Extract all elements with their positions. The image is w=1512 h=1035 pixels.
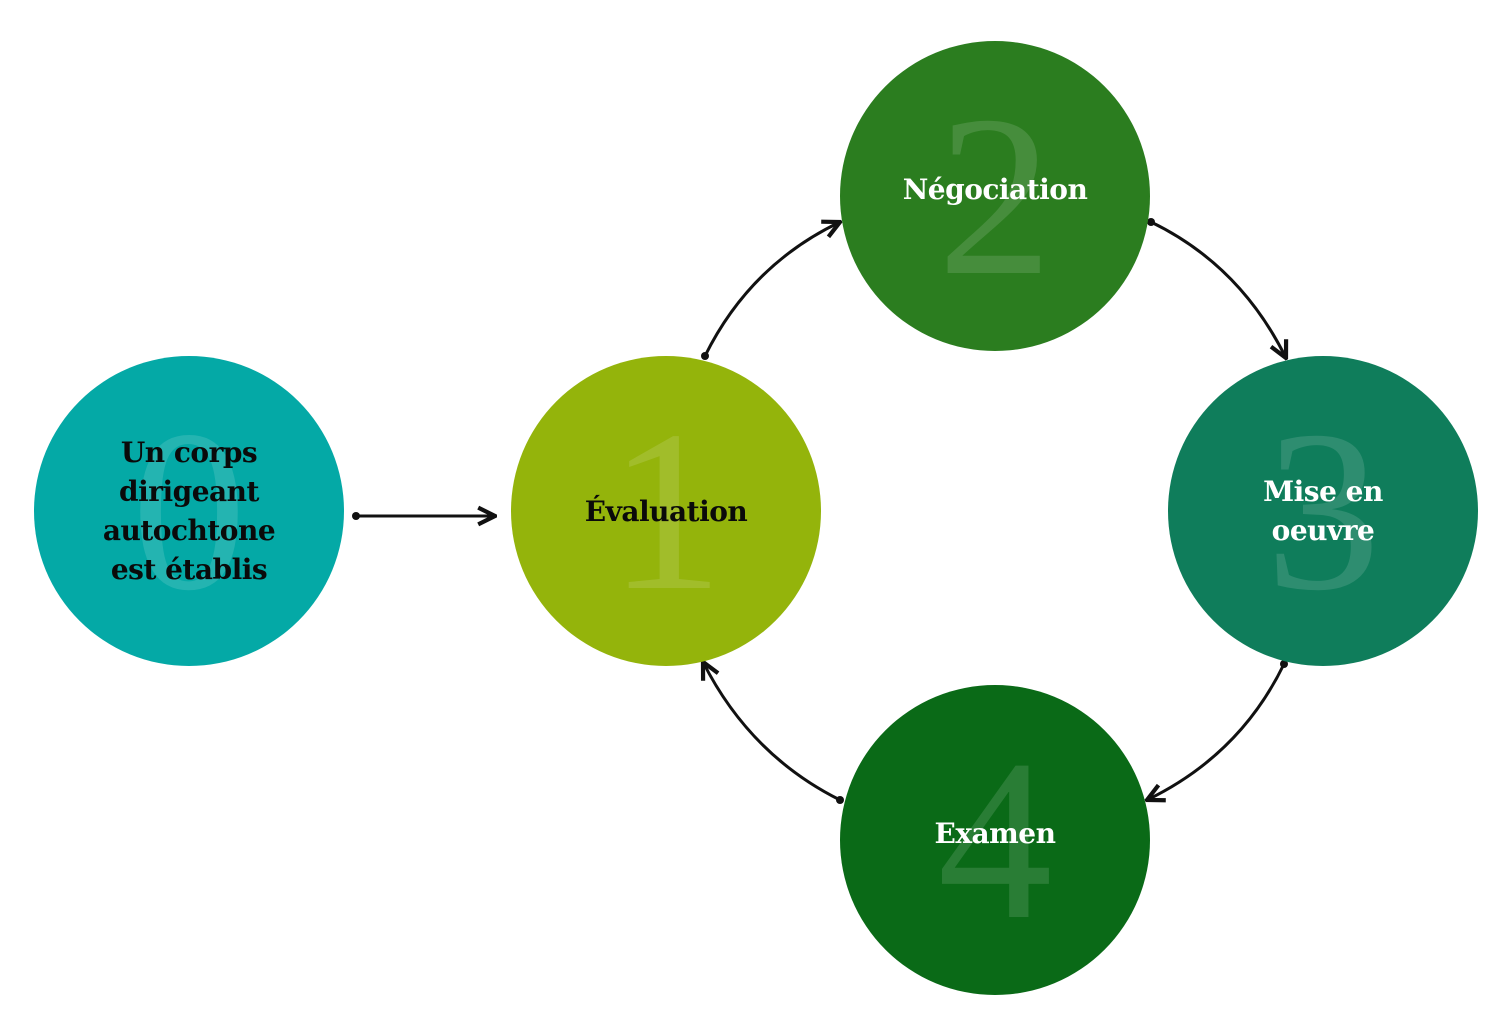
step-number: 2 <box>937 68 1053 323</box>
step-3-circle: 3 Mise en oeuvre <box>1168 356 1478 666</box>
step-0-circle: 0 Un corps dirigeant autochtone est étab… <box>34 356 344 666</box>
step-number: 4 <box>937 712 1053 967</box>
step-label: Évaluation <box>584 494 748 528</box>
arrow-2-to-3 <box>1147 218 1286 358</box>
step-label: Négociation <box>902 172 1088 206</box>
arrow-3-to-4 <box>1147 660 1288 800</box>
arrow-0-to-1 <box>352 512 495 520</box>
step-number: 3 <box>1265 383 1381 638</box>
step-number: 1 <box>608 383 724 638</box>
arrow-1-to-2 <box>701 222 840 360</box>
step-label: Un corps dirigeant autochtone est établi… <box>102 436 276 586</box>
step-2-circle: 2 Négociation <box>840 41 1150 351</box>
arrow-4-to-1 <box>703 662 844 804</box>
step-label: Examen <box>934 816 1056 850</box>
step-number: 0 <box>131 383 247 638</box>
step-4-circle: 4 Examen <box>840 685 1150 995</box>
step-1-circle: 1 Évaluation <box>511 356 821 666</box>
step-label: Mise en oeuvre <box>1263 475 1383 547</box>
